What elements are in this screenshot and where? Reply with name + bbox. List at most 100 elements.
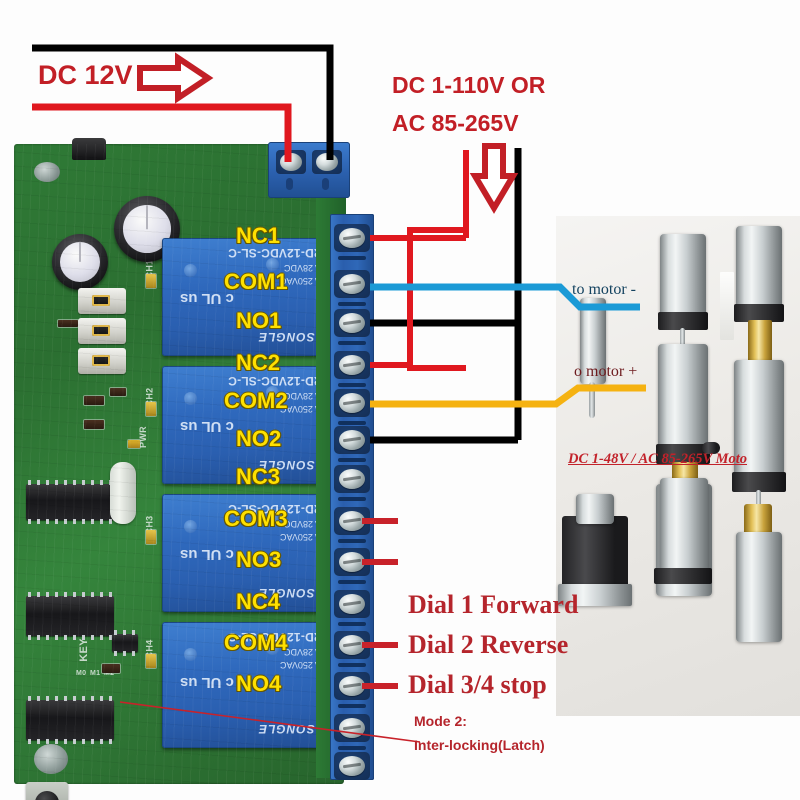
motor-photo bbox=[580, 298, 606, 384]
terminal-label-nc1: NC1 bbox=[236, 223, 281, 248]
wire-dc12v-red bbox=[32, 103, 292, 162]
terminal-slot bbox=[338, 341, 366, 345]
wire-dc12v-black bbox=[32, 44, 334, 160]
terminal-label-no3: NO3 bbox=[236, 547, 282, 572]
label-motor-positive: o motor + bbox=[574, 363, 638, 380]
ic-chip bbox=[26, 480, 114, 524]
terminal-screw-com2[interactable] bbox=[334, 389, 370, 417]
motor-photo bbox=[736, 226, 782, 308]
motor-photo-panel bbox=[556, 216, 800, 716]
switch-cap bbox=[72, 138, 106, 160]
motor-photo bbox=[660, 478, 708, 574]
relay-marker bbox=[184, 520, 197, 533]
motor-photo bbox=[658, 344, 708, 448]
terminal-slot bbox=[338, 580, 366, 584]
relay-module-3: SRD-12VDC-SL-C 10A 28VDC 10A 250VAC SONG… bbox=[162, 494, 337, 612]
terminal-screw-nc3[interactable] bbox=[334, 465, 370, 493]
terminal-screw-com1[interactable] bbox=[334, 270, 370, 298]
smd-resistor bbox=[84, 396, 104, 405]
motor-small-part bbox=[702, 442, 720, 454]
terminal-slot bbox=[338, 704, 366, 708]
arrow-down-icon bbox=[469, 143, 519, 214]
terminal-slot bbox=[322, 178, 329, 190]
terminal-screw-com3[interactable] bbox=[334, 507, 370, 535]
label-dial-2: Dial 2 Reverse bbox=[408, 630, 569, 659]
terminal-label-no4: NO4 bbox=[236, 671, 282, 696]
motor-endcap bbox=[656, 444, 710, 464]
relay-marker bbox=[266, 386, 279, 399]
tact-switch-stack[interactable] bbox=[78, 288, 126, 376]
motor-photo bbox=[736, 532, 782, 642]
terminal-label-no2: NO2 bbox=[236, 426, 282, 451]
motor-shaft bbox=[680, 328, 685, 346]
terminal-label-nc4: NC4 bbox=[236, 589, 281, 614]
relay-module-1: SRD-12VDC-SL-C 10A 28VDC 10A 250VAC SONG… bbox=[162, 238, 337, 356]
terminal-screw-no1[interactable] bbox=[334, 309, 370, 337]
terminal-slot bbox=[338, 746, 366, 750]
motor-label-tag bbox=[720, 272, 734, 340]
motor-endcap bbox=[654, 568, 712, 584]
smd-resistor bbox=[58, 320, 78, 327]
terminal-label-com3: COM3 bbox=[224, 506, 288, 531]
terminal-screw-nc4[interactable] bbox=[334, 590, 370, 618]
label-load-line1: DC 1-110V OR bbox=[392, 72, 546, 98]
switch-cell[interactable] bbox=[78, 318, 126, 344]
motor-photo bbox=[734, 360, 784, 476]
terminal-slot bbox=[338, 539, 366, 543]
terminal-label-nc3: NC3 bbox=[236, 464, 281, 489]
terminal-screw-no2[interactable] bbox=[334, 426, 370, 454]
terminal-slot bbox=[338, 256, 366, 260]
motor-endcap bbox=[732, 472, 786, 492]
relay-marker bbox=[266, 514, 279, 527]
terminal-slot bbox=[338, 622, 366, 626]
terminal-slot bbox=[338, 302, 366, 306]
motor-shaft bbox=[756, 490, 761, 508]
terminal-label-nc2: NC2 bbox=[236, 350, 281, 375]
pointer-dip-to-mode bbox=[119, 701, 421, 743]
led-ch1 bbox=[146, 274, 156, 288]
smd-resistor bbox=[84, 420, 104, 429]
terminal-screw-nc1[interactable] bbox=[334, 224, 370, 252]
terminal-screw-extra[interactable] bbox=[334, 714, 370, 742]
motor-photo bbox=[660, 234, 706, 316]
label-load-line2: AC 85-265V bbox=[392, 110, 519, 136]
label-dial-1: Dial 1 Forward bbox=[408, 590, 579, 619]
ic-chip bbox=[26, 696, 114, 744]
terminal-slot bbox=[338, 497, 366, 501]
terminal-label-com4: COM4 bbox=[224, 630, 288, 655]
motor-gearbox bbox=[576, 494, 614, 524]
key-button[interactable] bbox=[26, 782, 68, 800]
switch-cell[interactable] bbox=[78, 348, 126, 374]
terminal-screw-extra[interactable] bbox=[334, 752, 370, 780]
terminal-slot bbox=[286, 178, 293, 190]
mounting-hole bbox=[34, 162, 60, 182]
led-ch3 bbox=[146, 530, 156, 544]
motor-photo bbox=[562, 516, 628, 592]
terminal-label-com2: COM2 bbox=[224, 388, 288, 413]
terminal-slot bbox=[338, 663, 366, 667]
wire-load-red-bus bbox=[407, 150, 469, 371]
label-motor-caption: DC 1-48V / AC 85-265V Moto bbox=[568, 451, 747, 467]
label-motor-negative: to motor - bbox=[572, 281, 636, 298]
mounting-hole bbox=[34, 744, 68, 774]
label-dial-3: Dial 3/4 stop bbox=[408, 670, 547, 699]
switch-cell[interactable] bbox=[78, 288, 126, 314]
silk-m2: M2 bbox=[104, 670, 115, 677]
motor-endcap bbox=[734, 304, 784, 322]
wire-com1-blue bbox=[370, 283, 640, 311]
terminal-slot bbox=[338, 383, 366, 387]
terminal-screw-nc2[interactable] bbox=[334, 351, 370, 379]
terminal-slot bbox=[338, 458, 366, 462]
crystal-oscillator bbox=[110, 462, 136, 524]
label-mode-value: Inter-locking(Latch) bbox=[414, 737, 545, 753]
relay-marker bbox=[184, 392, 197, 405]
led-ch4 bbox=[146, 654, 156, 668]
smd-resistor bbox=[110, 388, 126, 396]
relay-marker bbox=[266, 642, 279, 655]
motor-shaft bbox=[589, 382, 595, 418]
smd-resistor bbox=[102, 664, 120, 673]
led-ch2 bbox=[146, 402, 156, 416]
terminal-label-com1: COM1 bbox=[224, 269, 288, 294]
silk-m0: M0 bbox=[76, 670, 87, 677]
